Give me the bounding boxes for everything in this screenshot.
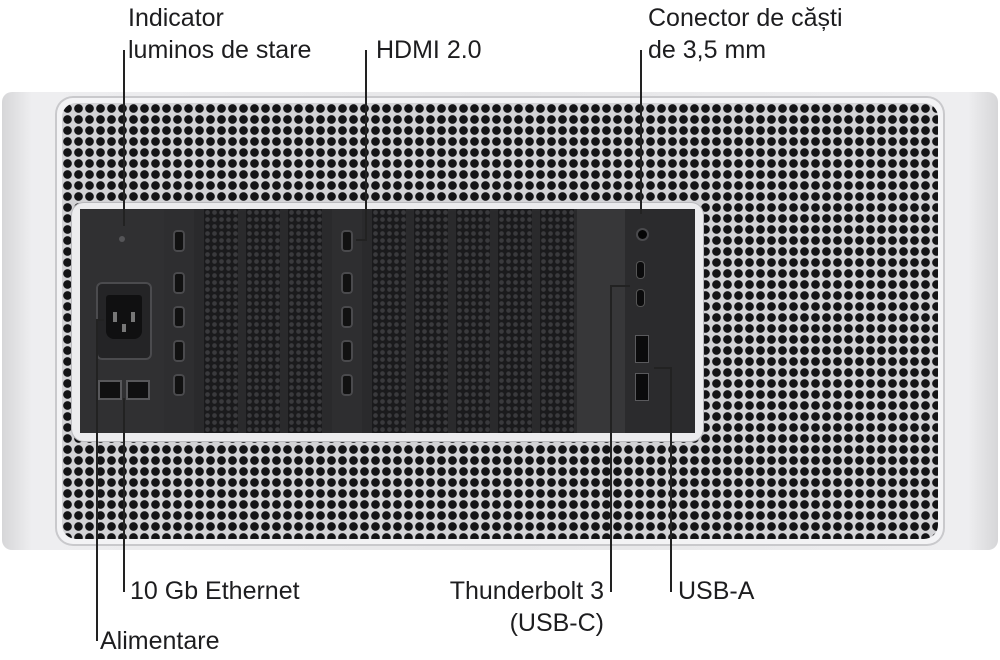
headphone-label-line2: de 3,5 mm [648, 36, 767, 64]
usb-a-port [636, 336, 648, 362]
thunderbolt-port [341, 374, 353, 396]
thunderbolt-port [637, 262, 644, 278]
headphone-label-line1: Conector de căști [648, 4, 843, 32]
usb-a-label: USB-A [678, 577, 755, 605]
thunderbolt-port [341, 306, 353, 328]
thunderbolt-port [173, 374, 185, 396]
ethernet-label: 10 Gb Ethernet [130, 577, 300, 605]
hdmi-port [173, 230, 185, 252]
pcie-slot [204, 209, 238, 433]
pcie-slot [288, 209, 322, 433]
power-label: Alimentare [100, 627, 220, 655]
status-indicator-label-line1: Indicator [128, 4, 224, 32]
pcie-slot [540, 209, 574, 433]
pcie-slot [246, 209, 280, 433]
thunderbolt-port [173, 272, 185, 294]
pcie-slot [456, 209, 490, 433]
pcie-slot [414, 209, 448, 433]
ethernet-port-2 [126, 380, 150, 400]
hdmi-port [341, 230, 353, 252]
pcie-slot [498, 209, 532, 433]
thunderbolt-port [341, 272, 353, 294]
headphone-jack [638, 230, 647, 239]
thunderbolt-label-line2: (USB-C) [509, 609, 604, 637]
usb-a-port [636, 374, 648, 400]
power-socket-inner [106, 295, 142, 339]
thunderbolt-port [173, 306, 185, 328]
thunderbolt-label: Thunderbolt 3 (USB-C) [420, 575, 604, 639]
power-pin [122, 324, 126, 332]
status-indicator-label-line2: luminos de stare [128, 36, 312, 64]
headphone-label: Conector de căști de 3,5 mm [648, 2, 843, 66]
pcie-slot [372, 209, 406, 433]
hdmi-label: HDMI 2.0 [376, 36, 482, 64]
thunderbolt-port [173, 340, 185, 362]
thunderbolt-label-line1: Thunderbolt 3 [449, 577, 604, 605]
thunderbolt-port [341, 340, 353, 362]
power-pin [113, 312, 117, 322]
status-indicator-light [119, 236, 125, 242]
status-indicator-label: Indicator luminos de stare [128, 2, 311, 66]
power-pin [131, 312, 135, 322]
thunderbolt-port [637, 290, 644, 306]
ethernet-port-1 [98, 380, 122, 400]
